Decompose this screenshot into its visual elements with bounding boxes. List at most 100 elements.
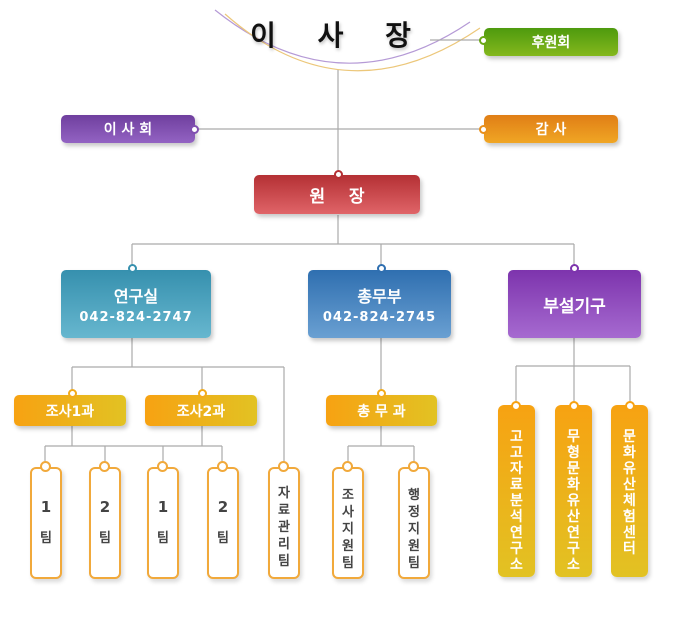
team-char: 팀 <box>278 554 290 569</box>
affiliated-char: 연 <box>510 525 523 541</box>
connector-dot <box>625 401 635 411</box>
affiliated-char: 소 <box>510 557 523 573</box>
connector-dot <box>408 461 419 472</box>
director-box[interactable]: 원 장 <box>254 175 420 214</box>
connector-dot <box>377 389 386 398</box>
research-section-1-label: 조사1과 <box>45 403 95 420</box>
affiliated-char: 고 <box>510 429 523 445</box>
affiliated-char: 험 <box>623 509 636 525</box>
team-char: 사 <box>342 505 354 520</box>
affiliated-char: 석 <box>510 509 523 525</box>
affiliated-char: 문 <box>567 461 580 477</box>
connector-dot <box>479 125 488 134</box>
team-char: 2 <box>217 498 229 516</box>
team-research2-2[interactable]: 2 팀 <box>207 467 239 579</box>
team-admin-support[interactable]: 행 정 지 원 팀 <box>398 467 430 579</box>
connector-dot <box>569 401 579 411</box>
team-char: 지 <box>342 522 354 537</box>
connector-dot <box>479 36 488 45</box>
research-division-phone: 042-824-2747 <box>79 310 193 325</box>
connector-dot <box>198 389 207 398</box>
connector-dot <box>570 264 579 273</box>
connector-dot <box>190 125 199 134</box>
connector-dot <box>342 461 353 472</box>
connector-dot <box>40 461 51 472</box>
affiliated-char: 유 <box>567 493 580 509</box>
affiliated-char: 소 <box>567 557 580 573</box>
affiliated-char: 산 <box>567 509 580 525</box>
affiliated-char: 연 <box>567 525 580 541</box>
team-data-management[interactable]: 자 료 관 리 팀 <box>268 467 300 579</box>
team-char: 원 <box>408 539 420 554</box>
team-survey-support[interactable]: 조 사 지 원 팀 <box>332 467 364 579</box>
team-char: 관 <box>278 520 290 535</box>
audit-label: 감 사 <box>535 122 567 138</box>
team-char: 팀 <box>342 556 354 571</box>
affiliated-char: 체 <box>623 493 636 509</box>
affiliated-intangible-heritage[interactable]: 무 형 문 화 유 산 연 구 소 <box>555 405 592 577</box>
team-char: 1 <box>157 498 169 516</box>
affiliated-char: 구 <box>510 541 523 557</box>
team-char: 리 <box>278 537 290 552</box>
team-research2-1[interactable]: 1 팀 <box>147 467 179 579</box>
team-char: 료 <box>278 503 290 518</box>
connector-dot <box>217 461 228 472</box>
affiliated-archaeology[interactable]: 고 고 자 료 분 석 연 구 소 <box>498 405 535 577</box>
general-affairs-division-name: 총무부 <box>357 287 402 306</box>
connector-dot <box>511 401 521 411</box>
team-char: 팀 <box>99 531 111 546</box>
team-char: 팀 <box>40 531 52 546</box>
team-char: 조 <box>342 488 354 503</box>
affiliated-char: 센 <box>623 525 636 541</box>
supporters-label: 후원회 <box>531 35 571 51</box>
chairman-title: 이 사 장 <box>250 19 427 52</box>
research-division-name: 연구실 <box>113 287 159 306</box>
audit-box[interactable]: 감 사 <box>484 115 618 143</box>
affiliated-char: 형 <box>567 445 580 461</box>
connector-dot <box>68 389 77 398</box>
affiliated-experience-center[interactable]: 문 화 유 산 체 험 센 터 <box>611 405 648 577</box>
team-char: 자 <box>278 486 290 501</box>
board-box[interactable]: 이 사 회 <box>61 115 195 143</box>
affiliated-char: 유 <box>623 461 636 477</box>
research-division-box[interactable]: 연구실 042-824-2747 <box>61 270 211 338</box>
affiliated-char: 산 <box>623 477 636 493</box>
affiliated-division-box[interactable]: 부설기구 <box>508 270 641 338</box>
team-char: 1 <box>40 498 52 516</box>
affiliated-division-name: 부설기구 <box>543 296 606 317</box>
affiliated-char: 화 <box>623 445 636 461</box>
team-char: 원 <box>342 539 354 554</box>
team-char: 정 <box>408 505 420 520</box>
connector-dot <box>128 264 137 273</box>
affiliated-char: 분 <box>510 493 523 509</box>
director-label: 원 장 <box>309 187 365 207</box>
connector-dot <box>99 461 110 472</box>
team-char: 지 <box>408 522 420 537</box>
affiliated-char: 자 <box>510 461 523 477</box>
team-char: 2 <box>99 498 111 516</box>
affiliated-char: 구 <box>567 541 580 557</box>
general-section-label: 총 무 과 <box>357 403 406 420</box>
team-research1-2[interactable]: 2 팀 <box>89 467 121 579</box>
connector-dot <box>334 170 343 179</box>
research-section-2-label: 조사2과 <box>176 403 226 420</box>
team-char: 행 <box>408 488 420 503</box>
board-label: 이 사 회 <box>103 122 153 138</box>
team-char: 팀 <box>157 531 169 546</box>
supporters-box[interactable]: 후원회 <box>484 28 618 56</box>
general-section-box[interactable]: 총 무 과 <box>326 395 437 426</box>
affiliated-char: 료 <box>510 477 523 493</box>
team-research1-1[interactable]: 1 팀 <box>30 467 62 579</box>
general-affairs-division-phone: 042-824-2745 <box>322 310 437 325</box>
affiliated-char: 문 <box>623 429 636 445</box>
affiliated-char: 터 <box>623 541 636 557</box>
research-section-2-box[interactable]: 조사2과 <box>145 395 257 426</box>
connector-dot <box>157 461 168 472</box>
affiliated-char: 고 <box>510 445 523 461</box>
general-affairs-division-box[interactable]: 총무부 042-824-2745 <box>308 270 451 338</box>
connector-dot <box>377 264 386 273</box>
connector-dot <box>278 461 289 472</box>
team-char: 팀 <box>217 531 229 546</box>
research-section-1-box[interactable]: 조사1과 <box>14 395 126 426</box>
affiliated-char: 화 <box>567 477 580 493</box>
